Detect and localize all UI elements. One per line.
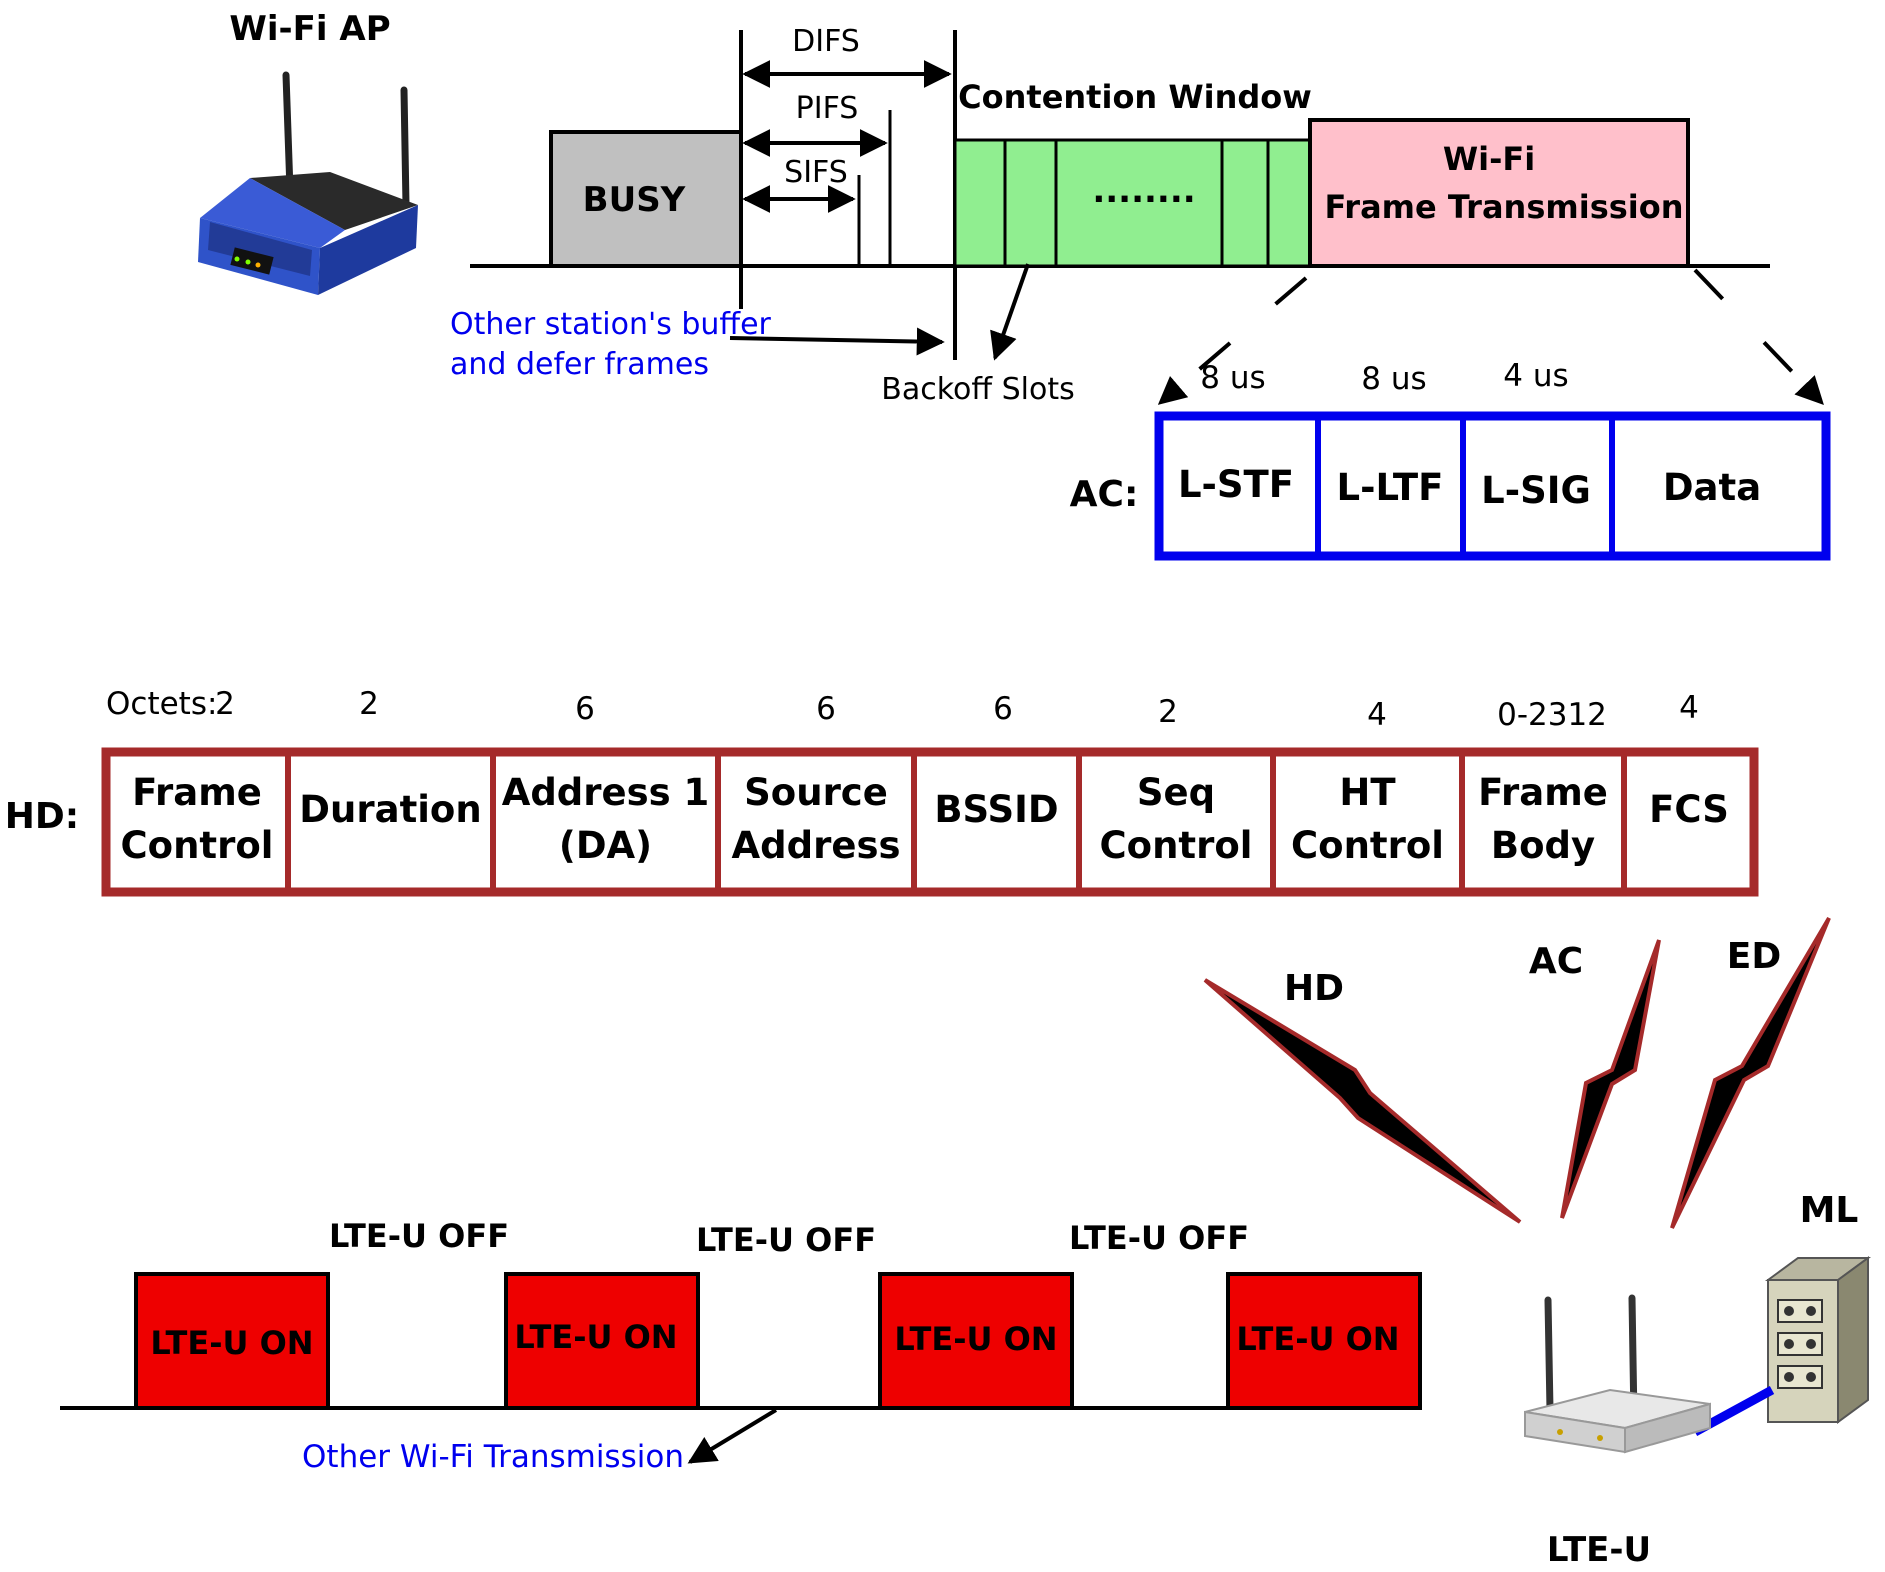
- hd-field-label: HT: [1339, 771, 1396, 814]
- hd-field: Duration: [299, 788, 481, 831]
- lte-u-device-label: LTE-U: [1547, 1530, 1651, 1570]
- hd-field-label: (DA): [559, 824, 652, 867]
- other-wifi-label: Other Wi-Fi Transmission: [302, 1439, 684, 1475]
- ac-field-data: Data: [1663, 466, 1761, 509]
- lte-off-label: LTE-U OFF: [696, 1221, 876, 1259]
- sifs-label: SIFS: [784, 155, 848, 190]
- defer-arrow: [729, 327, 945, 356]
- hd-field-label: Source: [744, 771, 888, 814]
- wifi-router-icon: [198, 71, 418, 295]
- lte-on-block: LTE-U ON: [1226, 1272, 1422, 1410]
- backoff-slots-arrow: [990, 263, 1030, 361]
- svg-text:LTE-U ON: LTE-U ON: [514, 1318, 677, 1356]
- hd-octet-size: 2: [1158, 694, 1178, 730]
- hd-octet-size: 6: [575, 691, 595, 727]
- ml-server-icon: [1764, 1256, 1872, 1424]
- lightning-hd-icon: [1203, 978, 1522, 1224]
- signal-ed-label: ED: [1727, 936, 1781, 977]
- ac-frame-box: [1154, 411, 1831, 561]
- lte-on-block: LTE-U ON: [134, 1272, 330, 1410]
- zoom-arrow-left: [1157, 276, 1308, 405]
- contention-window-label: Contention Window: [958, 78, 1312, 116]
- lte-on-block: LTE-U ON: [878, 1272, 1074, 1410]
- ac-duration: 8 us: [1200, 360, 1265, 396]
- hd-field-label: Frame: [1478, 771, 1608, 814]
- backoff-slots-label: Backoff Slots: [881, 372, 1074, 407]
- frame-transmission-line2: Frame Transmission: [1324, 188, 1683, 226]
- hd-field-label: Control: [121, 824, 274, 867]
- contention-window-block: [953, 138, 1312, 268]
- hd-field-label: FCS: [1649, 788, 1729, 831]
- hd-field-label: BSSID: [934, 788, 1058, 831]
- signal-ac-label: AC: [1529, 941, 1583, 982]
- ac-field-lsig: L-SIG: [1481, 469, 1591, 512]
- hd-octet-size: 6: [816, 691, 836, 727]
- zoom-arrow-right: [1693, 268, 1824, 406]
- hd-label: HD:: [5, 796, 79, 837]
- svg-text:LTE-U ON: LTE-U ON: [150, 1324, 313, 1362]
- hd-field-label: Address: [732, 824, 901, 867]
- ac-field-lltf: L-LTF: [1337, 466, 1444, 509]
- hd-field-label: Duration: [299, 788, 481, 831]
- difs-label: DIFS: [792, 24, 860, 59]
- hd-octet-size: 2: [215, 686, 235, 722]
- lte-off-label: LTE-U OFF: [1069, 1219, 1249, 1257]
- lightning-ac-icon: [1560, 939, 1661, 1219]
- hd-octet-sizes: 2 2 6 6 6 2 4 0-2312 4: [215, 686, 1699, 733]
- ac-field-lstf: L-STF: [1178, 463, 1294, 506]
- contention-dots: ........: [1092, 171, 1195, 211]
- other-station-label-line2: and defer frames: [450, 347, 709, 382]
- wifi-ap-title: Wi-Fi AP: [229, 9, 390, 49]
- hd-field: FCS: [1649, 788, 1729, 831]
- hd-octet-size: 6: [993, 691, 1013, 727]
- hd-field: Address 1 (DA): [502, 771, 710, 867]
- hd-field-label: Seq: [1137, 771, 1215, 814]
- hd-frame-box: [101, 747, 1759, 897]
- hd-field-label: Body: [1491, 824, 1595, 867]
- hd-field: BSSID: [934, 788, 1058, 831]
- hd-octet-size: 4: [1367, 697, 1387, 733]
- hd-octet-size: 2: [359, 686, 379, 722]
- busy-label: BUSY: [583, 180, 686, 220]
- hd-field-label: Control: [1291, 824, 1444, 867]
- lte-u-device-icon: [1524, 1294, 1711, 1454]
- hd-octet-size: 4: [1679, 690, 1699, 726]
- lte-off-label: LTE-U OFF: [329, 1217, 509, 1255]
- hd-field-label: Frame: [132, 771, 262, 814]
- lte-on-block: LTE-U ON: [504, 1272, 700, 1410]
- lightning-ed-icon: [1670, 916, 1831, 1229]
- svg-text:LTE-U ON: LTE-U ON: [894, 1320, 1057, 1358]
- other-station-label-line1: Other station's buffer: [450, 307, 772, 342]
- ac-duration: 4 us: [1503, 358, 1568, 394]
- hd-field: HT Control: [1291, 771, 1444, 867]
- other-wifi-arrow: [687, 1408, 778, 1464]
- svg-text:LTE-U ON: LTE-U ON: [1236, 1320, 1399, 1358]
- hd-field-label: Control: [1100, 824, 1253, 867]
- ac-duration: 8 us: [1361, 361, 1426, 397]
- octets-prefix: Octets:: [106, 686, 217, 722]
- ac-label: AC:: [1070, 474, 1139, 515]
- hd-octet-size: 0-2312: [1497, 697, 1607, 733]
- wifi-frame-transmission-block: [1308, 118, 1690, 268]
- ml-label: ML: [1800, 1190, 1859, 1231]
- hd-field-dividers: [285, 752, 1627, 892]
- frame-transmission-line1: Wi-Fi: [1443, 140, 1535, 178]
- signal-hd-label: HD: [1284, 968, 1344, 1009]
- hd-field-label: Address 1: [502, 771, 710, 814]
- pifs-label: PIFS: [796, 91, 859, 126]
